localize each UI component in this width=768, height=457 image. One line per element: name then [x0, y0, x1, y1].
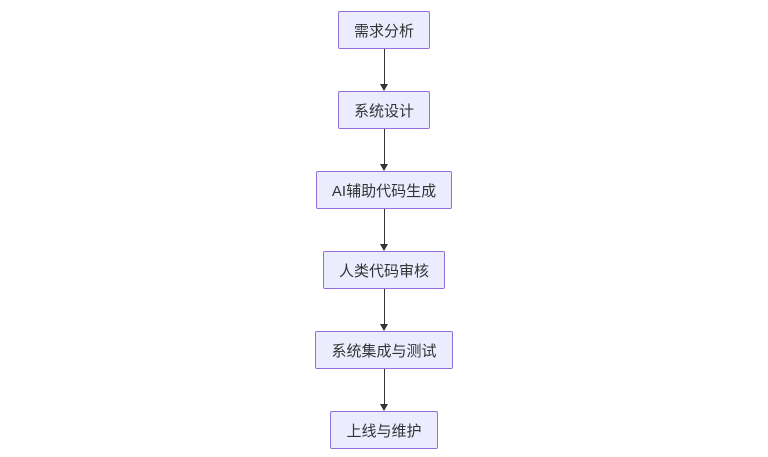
node-label: 系统集成与测试 [331, 342, 437, 360]
arrowhead-down-icon [380, 324, 388, 331]
arrowhead-down-icon [380, 84, 388, 91]
flow-node-integration-testing: 系统集成与测试 [315, 331, 453, 369]
flow-arrow-5 [380, 369, 388, 411]
node-label: AI辅助代码生成 [331, 182, 437, 200]
node-label: 人类代码审核 [338, 262, 429, 280]
flow-node-system-design: 系统设计 [337, 91, 430, 129]
arrow-line [383, 209, 385, 244]
flow-arrow-1 [380, 49, 388, 91]
flow-node-requirements-analysis: 需求分析 [337, 11, 430, 49]
arrowhead-down-icon [380, 404, 388, 411]
flow-node-launch-maintenance: 上线与维护 [330, 411, 438, 449]
flow-node-human-code-review: 人类代码审核 [322, 251, 445, 289]
flow-arrow-2 [380, 129, 388, 171]
flow-arrow-3 [380, 209, 388, 251]
node-label: 需求分析 [353, 22, 414, 40]
arrowhead-down-icon [380, 164, 388, 171]
arrow-line [383, 129, 385, 164]
flowchart: 需求分析 系统设计 AI辅助代码生成 人类代码审核 系统集成与测 [0, 11, 768, 449]
node-label: 系统设计 [353, 102, 414, 120]
arrow-line [383, 49, 385, 84]
arrow-line [383, 289, 385, 324]
node-label: 上线与维护 [346, 422, 422, 440]
flow-arrow-4 [380, 289, 388, 331]
flow-node-ai-code-generation: AI辅助代码生成 [315, 171, 453, 209]
arrow-line [383, 369, 385, 404]
arrowhead-down-icon [380, 244, 388, 251]
